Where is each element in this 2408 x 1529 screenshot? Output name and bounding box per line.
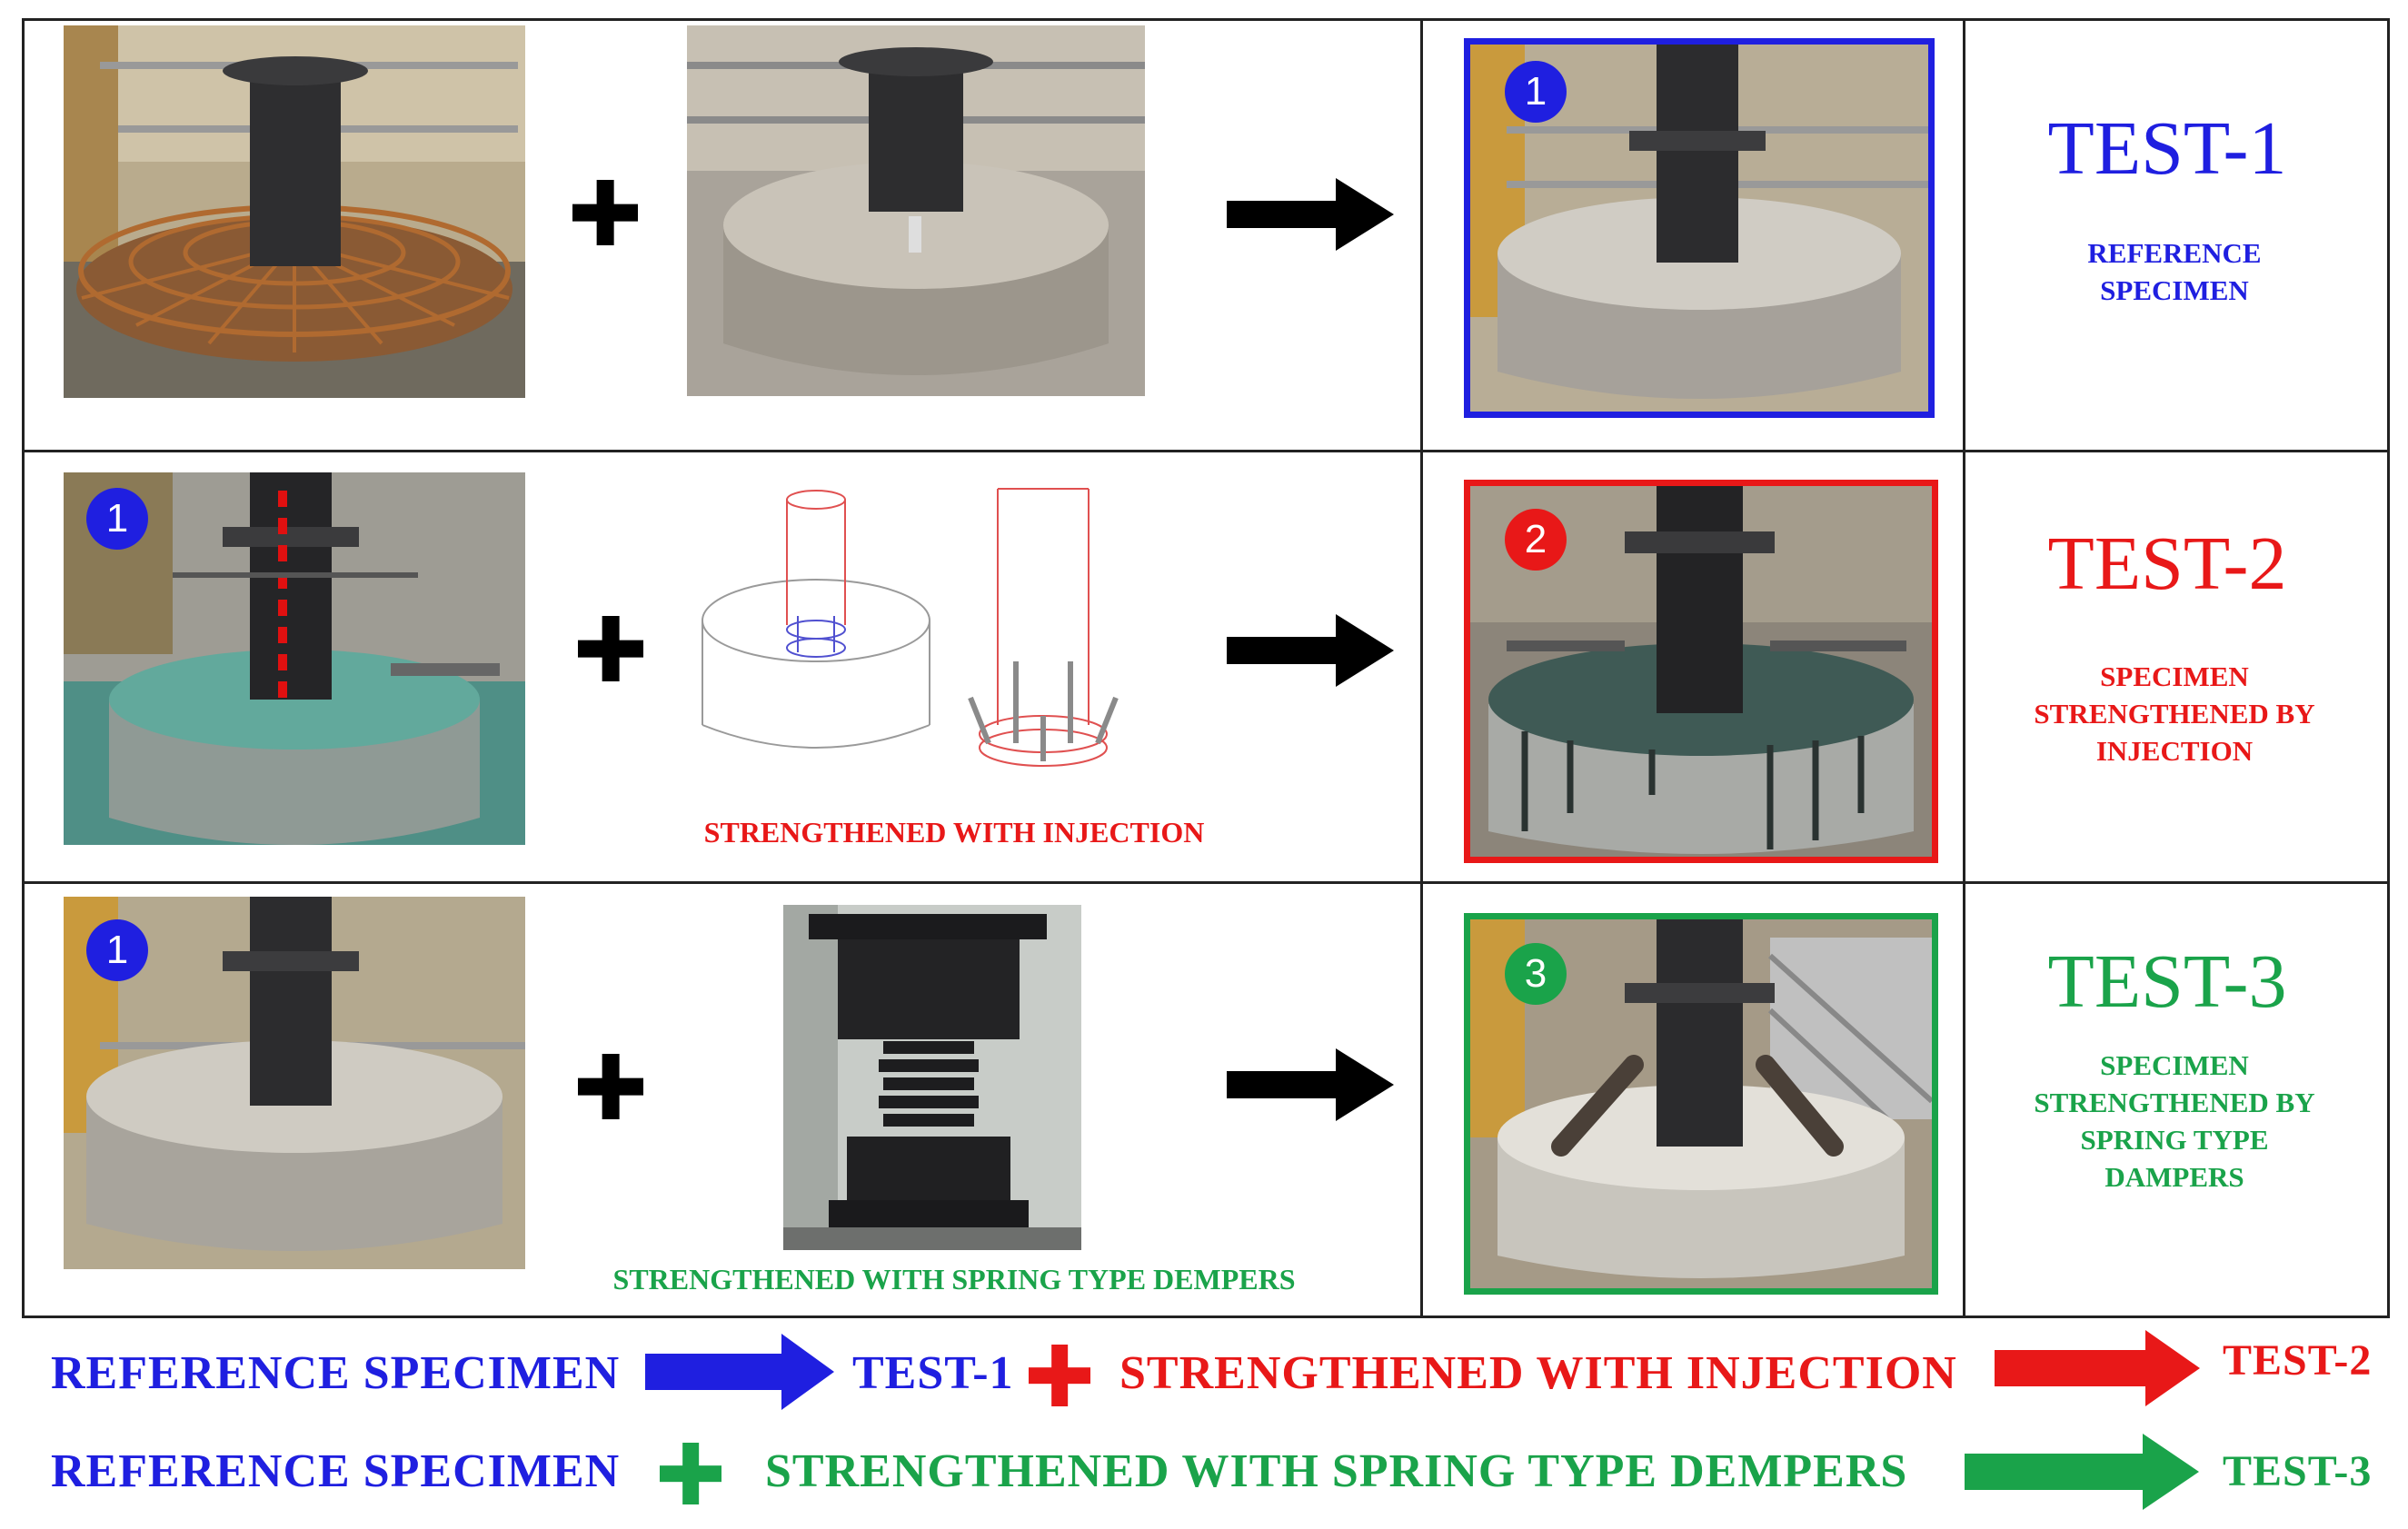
grid-bottom-border (22, 1316, 2390, 1318)
test1-title: TEST-1 (2047, 106, 2287, 191)
legend1-test1-label: TEST-1 (852, 1347, 1014, 1399)
plus-icon (578, 616, 643, 681)
legend1-reference-label: REFERENCE SPECIMEN (51, 1347, 621, 1399)
grid-top-border (22, 18, 2390, 21)
test2-description: SPECIMEN STRENGTHENED BY INJECTION (1979, 658, 2370, 769)
injection-caption: STRENGTHENED WITH INJECTION (703, 816, 1205, 849)
input-badge-row3: 1 (86, 919, 148, 981)
legend1-injection-label: STRENGTHENED WITH INJECTION (1119, 1347, 1957, 1399)
grid-col-divider-1 (1420, 18, 1423, 1318)
test2-description-line: INJECTION (2095, 735, 2254, 767)
input-badge-row2: 1 (86, 488, 148, 550)
concrete-base-photo (687, 25, 1145, 396)
test3-description-line: SPRING TYPE (2080, 1124, 2269, 1156)
arrow-right-icon (1995, 1330, 2200, 1406)
test3-description: SPECIMEN STRENGTHENED BY SPRING TYPE DAM… (1979, 1047, 2370, 1196)
test3-description-line: SPECIMEN (2100, 1049, 2249, 1081)
test1-description-line: REFERENCE (2087, 237, 2262, 269)
legend2-spring-label: STRENGTHENED WITH SPRING TYPE DEMPERS (765, 1445, 1908, 1497)
legend2-test3-label: TEST-3 (2223, 1447, 2373, 1495)
plus-icon (578, 1054, 643, 1119)
grid-right-border (2387, 18, 2390, 1318)
legend2-reference-label: REFERENCE SPECIMEN (51, 1445, 621, 1497)
test3-description-line: STRENGTHENED BY (2034, 1087, 2315, 1118)
arrow-right-icon (1227, 1048, 1394, 1121)
plus-icon (1029, 1345, 1090, 1406)
spring-damper-photo (783, 905, 1081, 1250)
plus-icon (572, 180, 638, 245)
grid-left-border (22, 18, 25, 1318)
arrow-right-icon (1965, 1434, 2199, 1510)
plus-icon (660, 1443, 721, 1504)
test1-description-line: SPECIMEN (2100, 274, 2249, 306)
arrow-right-icon (645, 1334, 834, 1410)
test3-title: TEST-3 (2047, 939, 2287, 1024)
test2-description-line: STRENGTHENED BY (2034, 698, 2315, 730)
test2-result-photo (1464, 480, 1938, 863)
result-badge-3: 3 (1505, 943, 1567, 1005)
legend1-test2-label: TEST-2 (2223, 1336, 2373, 1385)
result-badge-1: 1 (1505, 61, 1567, 123)
grid-row-divider-2 (22, 881, 2390, 884)
arrow-right-icon (1227, 614, 1394, 687)
injection-schematic (698, 480, 1189, 779)
spring-damper-caption: STRENGTHENED WITH SPRING TYPE DEMPERS (612, 1263, 1296, 1296)
test3-result-photo (1464, 913, 1938, 1295)
test3-description-line: DAMPERS (2105, 1161, 2244, 1193)
test1-description: REFERENCE SPECIMEN (1979, 234, 2370, 309)
grid-row-divider-1 (22, 450, 2390, 452)
result-badge-2: 2 (1505, 509, 1567, 571)
grid-col-divider-2 (1963, 18, 1965, 1318)
rebar-cage-photo (64, 25, 525, 398)
arrow-right-icon (1227, 178, 1394, 251)
test2-description-line: SPECIMEN (2100, 660, 2249, 692)
test2-title: TEST-2 (2047, 521, 2287, 606)
